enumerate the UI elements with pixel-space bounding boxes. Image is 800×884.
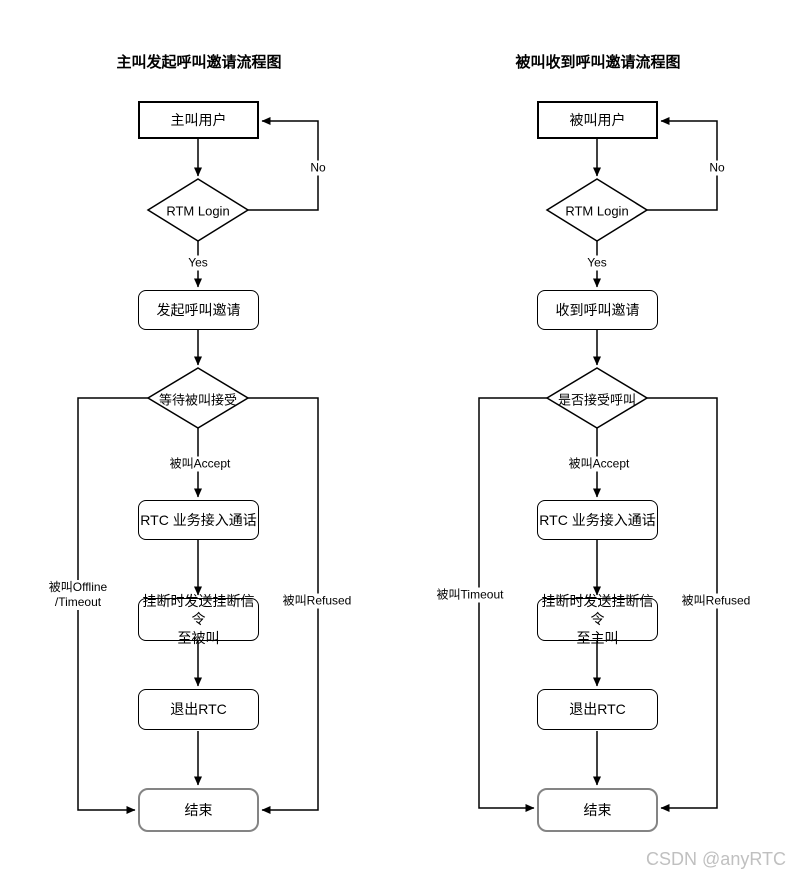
accept-label: 被叫Accept (167, 456, 233, 472)
no-label: No (308, 160, 328, 176)
yes-label: Yes (186, 255, 210, 271)
hangup-node-line1: 挂断时发送挂断信令 (541, 593, 654, 628)
fail-left-label: 被叫Offline /Timeout (46, 580, 110, 610)
hangup-node: 挂断时发送挂断信令 至被叫 (138, 593, 259, 646)
fail-left-label: 被叫Timeout (434, 587, 506, 603)
rtc-node: RTC 业务接入通话 (138, 500, 259, 540)
edge-wait-fail-left (478, 397, 547, 812)
rtc-node: RTC 业务接入通话 (537, 500, 658, 540)
step1-node: 发起呼叫邀请 (138, 290, 259, 330)
accept-label: 被叫Accept (566, 456, 632, 472)
callee-flowchart: 被叫收到呼叫邀请流程图 被叫用户 RTM Login 收到呼叫邀请 是否接受呼叫… (399, 0, 799, 884)
end-node: 结束 (138, 788, 259, 832)
wait-decision-diamond (146, 367, 250, 429)
start-node: 主叫用户 (138, 101, 259, 139)
chart-title: 主叫发起呼叫邀请流程图 (116, 54, 282, 71)
fail-left-label-line1: 被叫Offline (48, 580, 108, 595)
hangup-node: 挂断时发送挂断信令 至主叫 (537, 593, 658, 646)
step1-node: 收到呼叫邀请 (537, 290, 658, 330)
caller-flowchart: 主叫发起呼叫邀请流程图 主叫用户 RTM Login 发起呼叫邀请 等待被叫接受… (46, 54, 354, 832)
fail-right-label: 被叫Refused (280, 593, 354, 609)
end-node: 结束 (537, 788, 658, 832)
wait-decision-label: 是否接受呼叫 (557, 392, 637, 408)
chart-title: 被叫收到呼叫邀请流程图 (515, 54, 681, 71)
no-label: No (707, 160, 727, 176)
caller-connector-layer (77, 117, 319, 814)
yes-label: Yes (585, 255, 609, 271)
exit-node: 退出RTC (537, 689, 658, 730)
login-decision-label: RTM Login (166, 203, 230, 219)
exit-node: 退出RTC (138, 689, 259, 730)
hangup-node-line2: 至主叫 (576, 629, 619, 646)
wait-decision-diamond (545, 367, 649, 429)
callee-connector-layer (478, 117, 718, 812)
login-decision-diamond (146, 178, 250, 242)
hangup-node-line1: 挂断时发送挂断信令 (142, 593, 255, 628)
login-decision-diamond (545, 178, 649, 242)
fail-left-label-line2: /Timeout (48, 595, 108, 610)
login-decision-label: RTM Login (565, 203, 629, 219)
hangup-node-line2: 至被叫 (177, 629, 220, 646)
fail-left-label-line1: 被叫Timeout (436, 587, 504, 603)
fail-right-label: 被叫Refused (679, 593, 753, 609)
wait-decision-label: 等待被叫接受 (158, 392, 238, 408)
csdn-watermark: CSDN @anyRTC (646, 849, 786, 869)
start-node: 被叫用户 (537, 101, 658, 139)
